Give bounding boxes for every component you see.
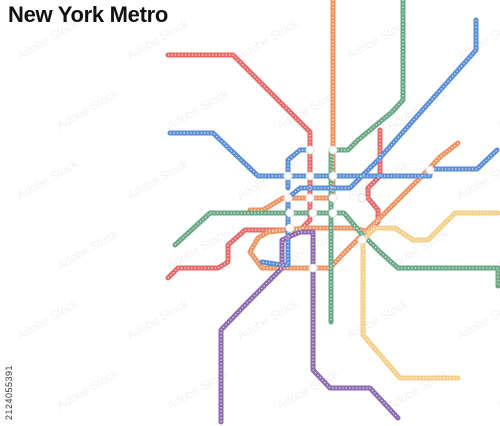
watermark-text: Adobe Stock [345,296,412,343]
watermark-text: Adobe Stock [15,296,82,343]
station [285,223,295,233]
stations [283,145,435,273]
watermark-text: Adobe Stock [55,366,122,413]
yellow-line [360,210,500,381]
line-dot-texture [170,132,498,177]
station [305,145,315,155]
line-dot-texture [362,212,498,379]
line-dot-texture [287,149,310,188]
map-title: New York Metro [8,2,169,27]
station [328,171,338,181]
station [305,171,315,181]
station [283,193,293,203]
line-dot-texture [220,231,399,422]
station [328,193,338,203]
watermark-text: Adobe Stock [455,156,500,203]
watermark-text: Adobe Stock [125,296,192,343]
watermark-text: Adobe Stock [15,156,82,203]
stock-id-text: 2124055391 [4,364,14,420]
station [357,235,367,245]
station [305,193,315,203]
watermark-text: Adobe Stock [495,86,500,133]
station [283,171,293,181]
station [308,208,318,218]
line-dot-texture [261,20,477,266]
watermark-text: Adobe Stock [495,366,500,413]
station [328,145,338,155]
watermark-text: Adobe Stock [55,86,122,133]
line-dot-texture [249,142,459,269]
station [425,165,435,175]
station [357,193,367,203]
station [308,263,318,273]
stock-id-watermark: 2124055391 [4,300,18,420]
watermark-text: Adobe Stock [15,16,82,63]
green-line-west [172,210,500,289]
watermark-text: Adobe Stock [455,296,500,343]
red-line [165,52,313,281]
station [285,208,295,218]
station [328,208,338,218]
watermark-text: Adobe Stock [125,156,192,203]
watermark-text: Adobe Stock [165,86,232,133]
line-dot-texture [174,212,499,286]
watermark-text: Adobe Stock [235,16,302,63]
watermark-text: Adobe Stock [55,226,122,273]
